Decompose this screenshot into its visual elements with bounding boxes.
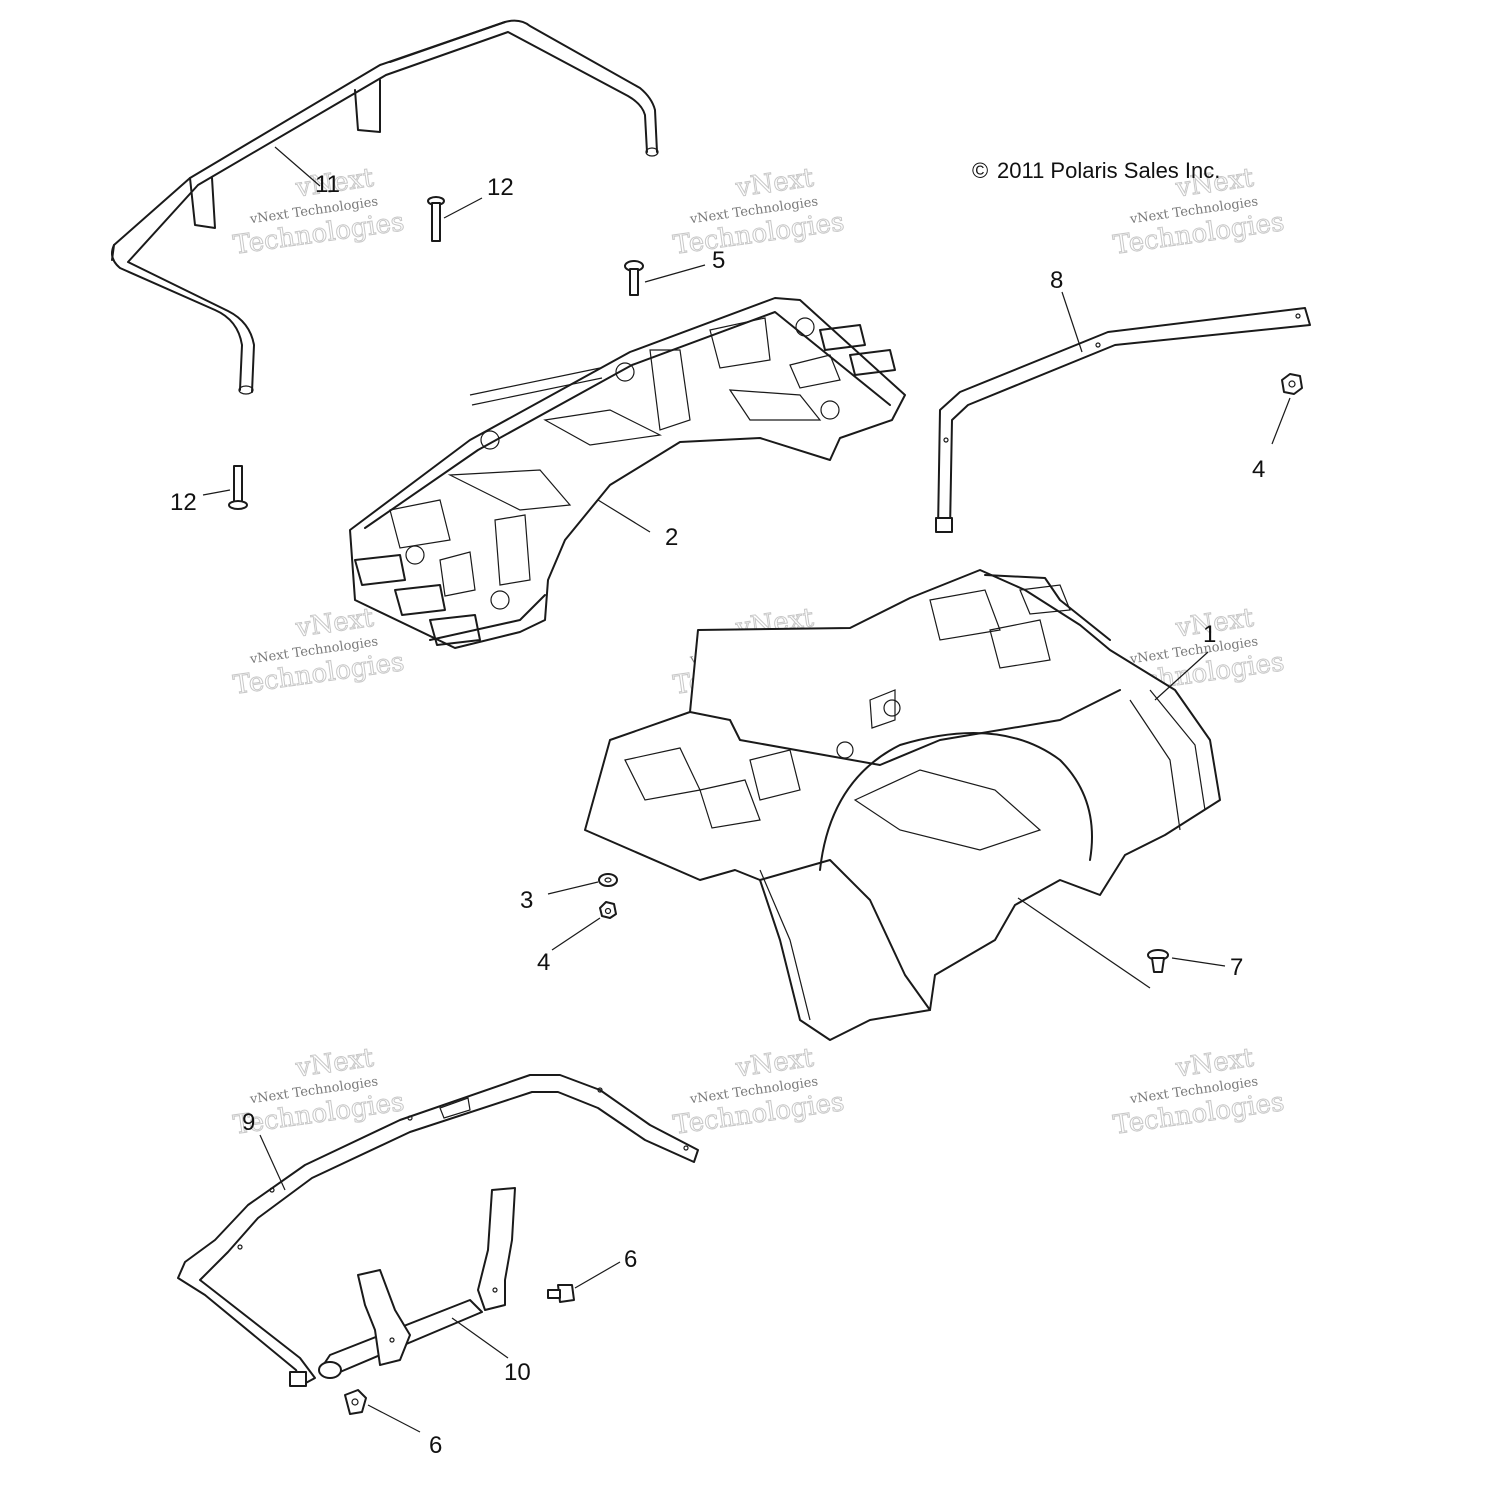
callout-4-right: 4 (1252, 456, 1265, 483)
part-10-support (318, 1187, 516, 1379)
watermark-9: vNext vNext Technologies Technologies (1111, 1042, 1287, 1141)
part-2-rear-rack (349, 297, 906, 649)
part-12-bolt-lower (228, 465, 248, 510)
part-6-bolt-lower (344, 1389, 367, 1415)
watermark-2: vNext vNext Technologies Technologies (671, 162, 847, 261)
callout-7: 7 (1230, 954, 1243, 981)
callout-1: 1 (1203, 621, 1216, 648)
callout-2: 2 (665, 524, 678, 551)
callout-12-upper: 12 (487, 174, 514, 201)
part-4-nut-left (599, 901, 617, 919)
part-4-nut-right (1281, 373, 1303, 395)
part-11-rack-rail (111, 19, 659, 395)
part-7-push-rivet (1147, 949, 1169, 973)
part-12-bolt-upper (427, 196, 445, 242)
copyright-symbol: © (972, 158, 988, 183)
callout-8: 8 (1050, 267, 1063, 294)
callouts: 1 2 3 4 4 5 6 6 7 8 9 10 11 12 12 (170, 171, 1265, 1459)
callout-3: 3 (520, 887, 533, 914)
callout-4-left: 4 (537, 949, 550, 976)
part-9-lower-frame (177, 1074, 699, 1387)
callout-6-upper: 6 (624, 1246, 637, 1273)
watermark-4: vNext vNext Technologies Technologies (231, 602, 407, 701)
part-5-bolt (624, 260, 644, 296)
copyright-text: 2011 Polaris Sales Inc. (997, 158, 1220, 183)
callout-11: 11 (315, 171, 340, 198)
callout-5: 5 (712, 247, 725, 274)
callout-12-lower: 12 (170, 489, 197, 516)
part-8-side-rail (935, 307, 1311, 533)
leader-lines (202, 146, 1291, 1433)
callout-6-lower: 6 (429, 1432, 442, 1459)
watermark-8: vNext vNext Technologies Technologies (671, 1042, 847, 1141)
callout-10: 10 (504, 1359, 531, 1386)
part-6-bolt-upper (547, 1284, 575, 1303)
callout-9: 9 (242, 1109, 255, 1136)
copyright-notice: © 2011 Polaris Sales Inc. (972, 158, 1220, 183)
part-1-rear-fender (584, 569, 1221, 1041)
part-3-washer (598, 873, 618, 887)
